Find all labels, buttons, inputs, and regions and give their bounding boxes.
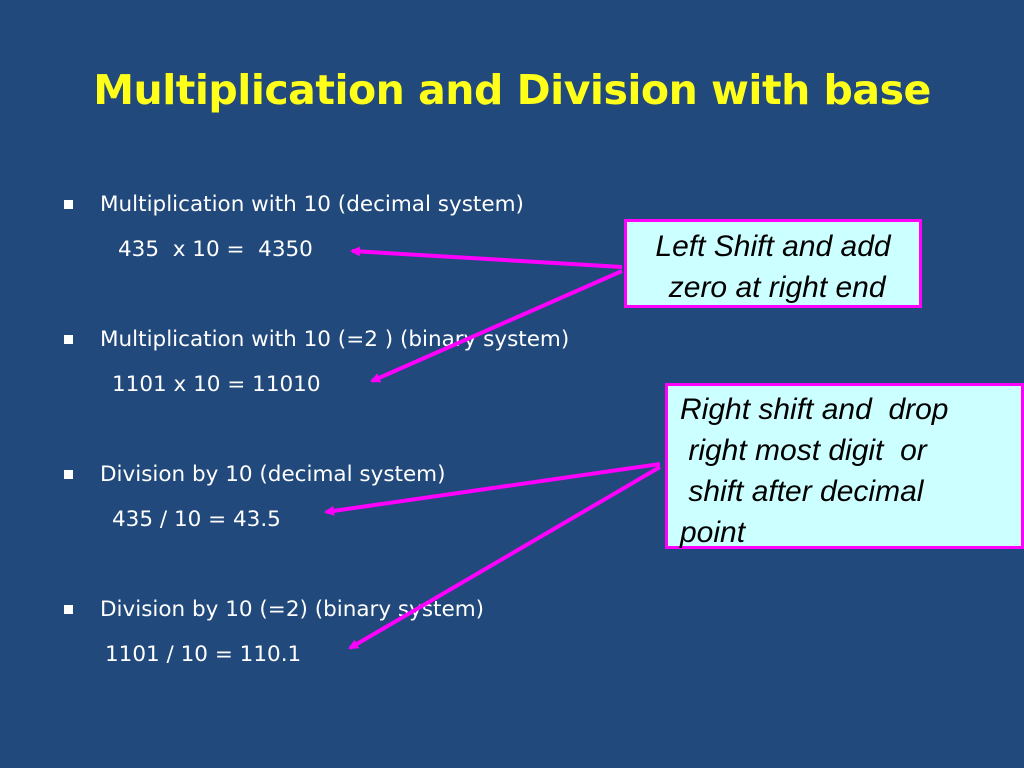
square-bullet-icon — [64, 335, 73, 344]
bullet-text-4: Division by 10 (=2) (binary system) — [100, 597, 485, 622]
bullet-text-2: Multiplication with 10 (=2 ) (binary sys… — [100, 327, 570, 352]
example-line-4: 1101 / 10 = 110.1 — [105, 642, 302, 667]
example-line-1: 435 x 10 = 4350 — [118, 237, 313, 262]
callout-right-shift: Right shift and drop right most digit or… — [665, 383, 1024, 549]
callout-left-shift: Left Shift and add zero at right end — [624, 219, 922, 308]
arrow-to-example-1 — [350, 246, 623, 269]
square-bullet-icon — [64, 200, 73, 209]
square-bullet-icon — [64, 470, 73, 479]
slide-title: Multiplication and Division with base — [93, 66, 931, 114]
example-line-2: 1101 x 10 = 11010 — [112, 372, 321, 397]
square-bullet-icon — [64, 605, 73, 614]
bullet-text-1: Multiplication with 10 (decimal system) — [100, 192, 524, 217]
example-line-3: 435 / 10 = 43.5 — [112, 507, 281, 532]
bullet-text-3: Division by 10 (decimal system) — [100, 462, 446, 487]
arrow-to-example-2 — [370, 269, 623, 383]
